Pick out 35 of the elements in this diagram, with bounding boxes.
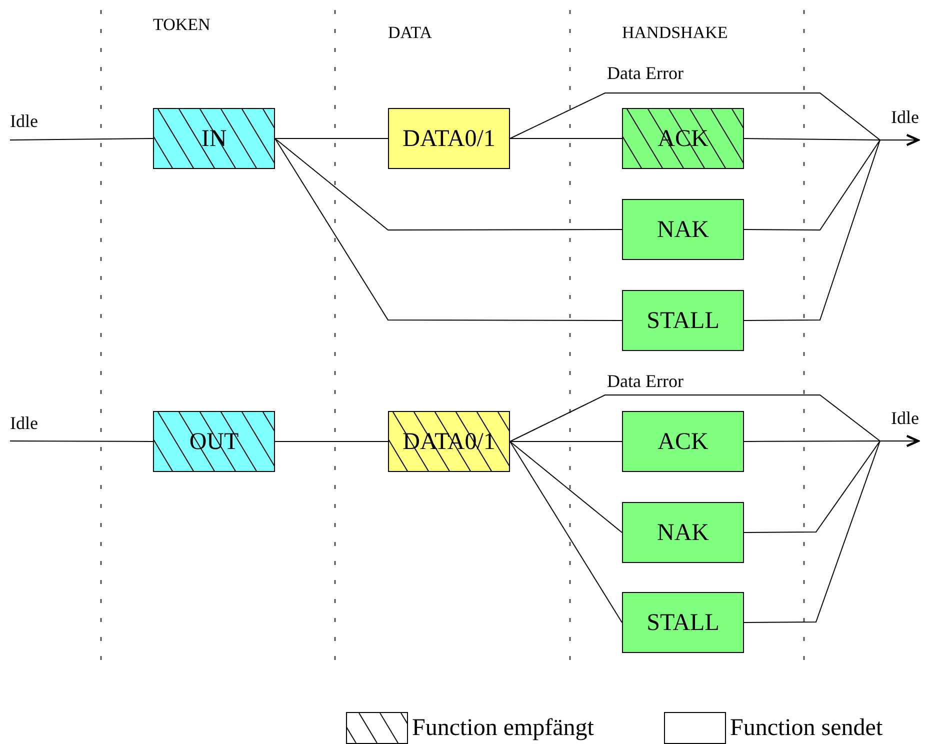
connector <box>10 138 154 140</box>
process-box <box>622 502 744 563</box>
edge-label: Data Error <box>607 372 684 390</box>
column-heading: TOKEN <box>153 16 210 33</box>
connector <box>10 440 154 442</box>
state-label: Idle <box>891 409 920 427</box>
connector <box>274 441 388 442</box>
box-label: STALL <box>646 610 720 634</box>
legend-label: Function empfängt <box>412 716 594 740</box>
connector <box>744 134 919 321</box>
connector <box>510 441 622 533</box>
edge-label: Idle <box>10 414 38 432</box>
connector <box>744 435 919 623</box>
edge-label: Data Error <box>607 64 684 82</box>
box-label: DATA0/1 <box>402 126 496 150</box>
column-heading: DATA <box>388 24 432 41</box>
edge-label: Idle <box>10 112 38 130</box>
connector <box>510 441 622 442</box>
process-box <box>622 592 744 653</box>
column-heading: HANDSHAKE <box>622 24 728 41</box>
process-box <box>622 411 744 472</box>
box-label: NAK <box>657 520 709 544</box>
connector <box>274 138 388 139</box>
box-label: ACK <box>658 430 708 454</box>
process-box <box>622 199 744 260</box>
state-label: Idle <box>891 108 920 126</box>
connector <box>510 441 622 623</box>
connector <box>274 138 622 230</box>
process-box <box>622 290 744 351</box>
connector <box>510 138 622 139</box>
box-label: NAK <box>657 218 709 242</box>
process-box <box>388 108 510 169</box>
connector <box>274 138 622 321</box>
legend-label: Function sendet <box>730 716 883 740</box>
box-label: STALL <box>646 308 720 332</box>
